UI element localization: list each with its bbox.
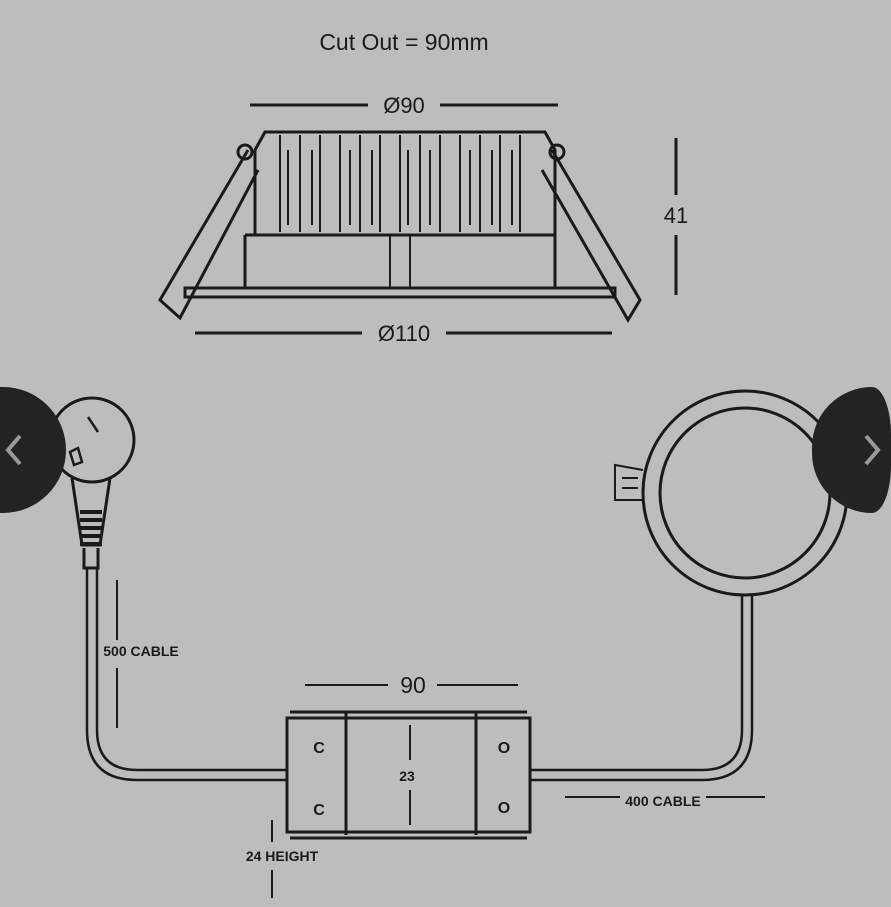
plug-drawing — [48, 396, 136, 570]
light-cable — [530, 595, 754, 782]
cutout-label: Cut Out = 90mm — [319, 29, 488, 55]
driver-mark: O — [498, 800, 510, 817]
driver-height-label: 24 HEIGHT — [246, 848, 319, 864]
downlight-front-view — [614, 389, 849, 597]
driver-width-label: 23 — [399, 768, 415, 784]
chevron-right-icon — [864, 434, 881, 466]
driver-length-label: 90 — [400, 672, 426, 698]
chevron-left-icon — [5, 434, 22, 466]
plug-cable-label: 500 CABLE — [103, 643, 178, 659]
flange-diameter-label: Ø110 — [378, 321, 430, 346]
driver-mark: O — [498, 740, 510, 757]
driver-box — [116, 580, 765, 898]
downlight-side-view — [158, 103, 678, 335]
plug-cable — [85, 568, 288, 782]
driver-mark: C — [313, 740, 325, 757]
top-diameter-label: Ø90 — [383, 93, 425, 118]
driver-mark: C — [313, 802, 325, 819]
light-cable-label: 400 CABLE — [625, 793, 700, 809]
height-label: 41 — [664, 203, 688, 228]
